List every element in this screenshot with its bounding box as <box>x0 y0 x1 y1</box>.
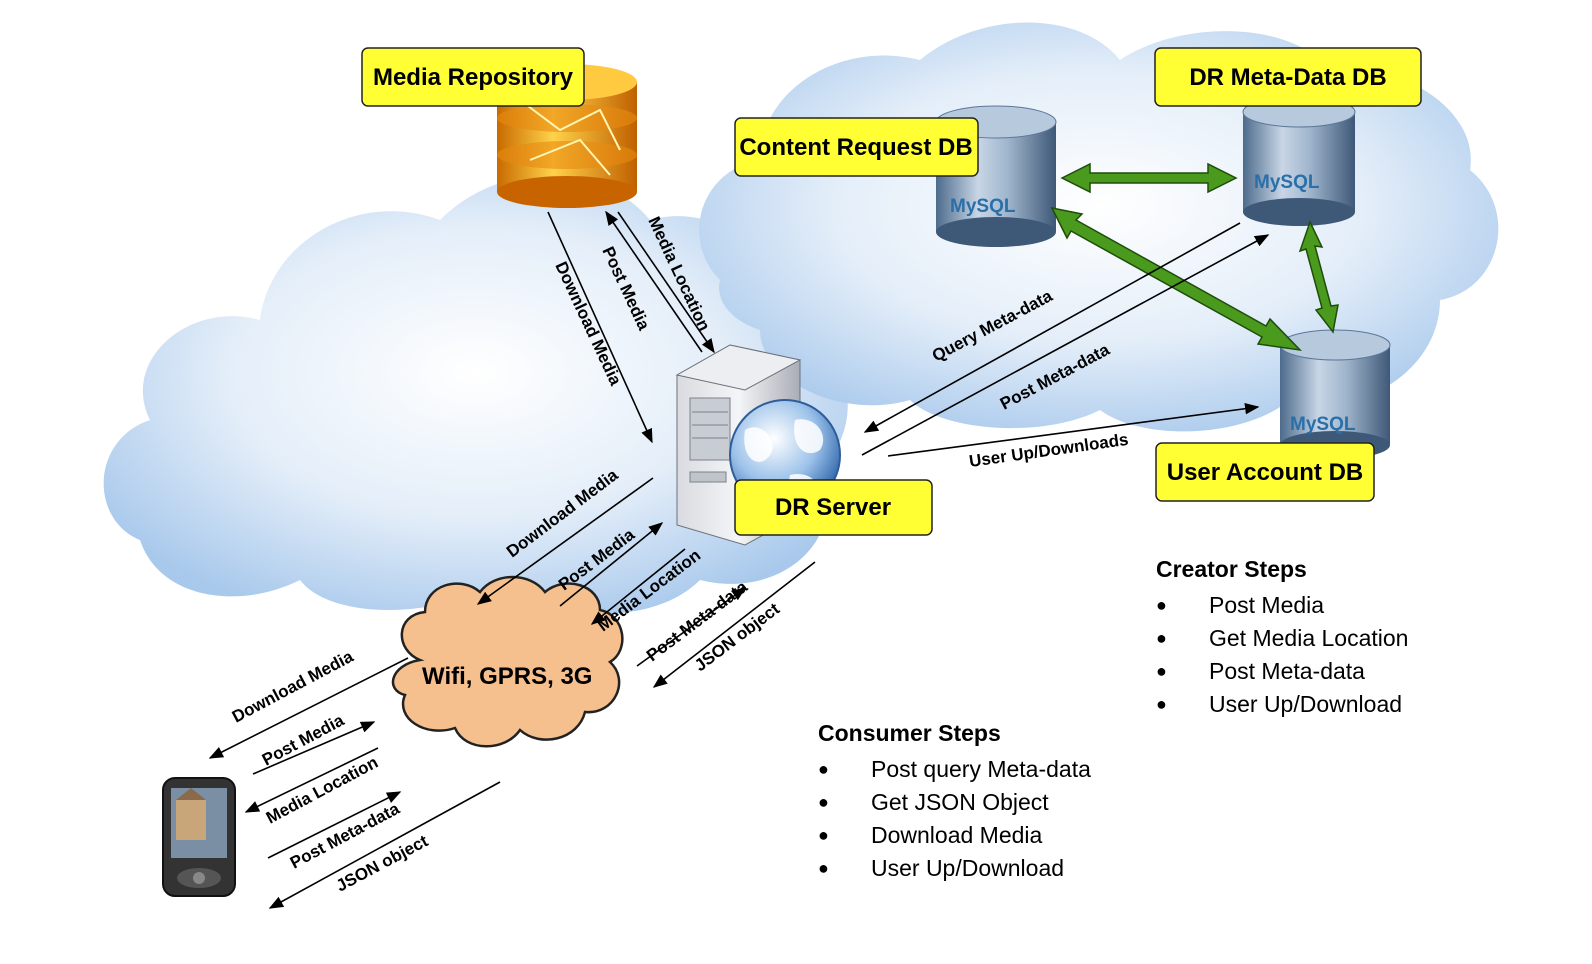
network-phone-arrows <box>208 657 501 909</box>
svg-text:User Account DB: User Account DB <box>1167 459 1363 486</box>
list-item: ● Post Meta-data <box>1156 655 1408 688</box>
content-meta-arrow <box>1060 162 1238 194</box>
flow-label: User Up/Downloads <box>968 430 1130 471</box>
step-label: Download Media <box>871 822 1043 848</box>
db-sync-arrows <box>1050 162 1339 352</box>
dr-server-label: DR Server <box>734 479 933 536</box>
bullet-icon: ● <box>1156 694 1167 714</box>
flow-label: Post Media <box>259 710 348 769</box>
server-db-arrows <box>861 222 1270 457</box>
dr-meta-data-db-icon: MySQL <box>1242 96 1356 226</box>
list-item: ● Post query Meta-data <box>818 753 1091 786</box>
list-item: ● Get JSON Object <box>818 786 1091 819</box>
svg-text:Media Repository: Media Repository <box>373 64 574 91</box>
content-request-db-icon: MySQL <box>935 105 1057 247</box>
creator-steps-list: ● Post Media ● Get Media Location ● Post Me… <box>1156 589 1408 721</box>
phone-icon <box>162 777 236 897</box>
step-label: User Up/Download <box>1209 691 1403 717</box>
step-label: User Up/Download <box>871 855 1065 881</box>
bullet-icon: ● <box>818 792 829 812</box>
bullet-icon: ● <box>1156 628 1167 648</box>
media-repository-label: Media Repository <box>361 47 585 107</box>
list-item: ● Download Media <box>818 819 1091 852</box>
step-label: Post query Meta-data <box>871 756 1091 782</box>
server-network-arrows <box>476 477 816 688</box>
svg-text:DR Server: DR Server <box>775 494 891 521</box>
list-item: ● Post Media <box>1156 589 1408 622</box>
creator-steps: Creator Steps ● Post Media ● Get Media Loc… <box>1156 556 1408 721</box>
left-cloud <box>103 175 848 614</box>
step-label: Post Meta-data <box>1209 658 1365 684</box>
svg-text:Content Request DB: Content Request DB <box>739 134 972 161</box>
repo-server-arrows <box>547 210 715 444</box>
mysql-logo: MySQL <box>1254 172 1320 193</box>
consumer-steps: Consumer Steps ● Post query Meta-data ● Ge… <box>818 720 1091 885</box>
meta-user-arrow <box>1298 220 1339 334</box>
user-account-db-label: User Account DB <box>1155 442 1375 502</box>
mysql-logo: MySQL <box>950 196 1016 217</box>
consumer-steps-list: ● Post query Meta-data ● Get JSON Object ●… <box>818 753 1091 885</box>
list-item: ● User Up/Download <box>1156 688 1408 721</box>
list-item: ● Get Media Location <box>1156 622 1408 655</box>
bullet-icon: ● <box>818 759 829 779</box>
step-label: Post Media <box>1209 592 1325 618</box>
dr-meta-data-db-label: DR Meta-Data DB <box>1154 47 1422 107</box>
creator-steps-title: Creator Steps <box>1156 556 1307 582</box>
list-item: ● User Up/Download <box>818 852 1091 885</box>
bullet-icon: ● <box>1156 661 1167 681</box>
bullet-icon: ● <box>818 825 829 845</box>
consumer-steps-title: Consumer Steps <box>818 720 1001 746</box>
content-request-db-label: Content Request DB <box>734 117 979 177</box>
svg-text:DR Meta-Data DB: DR Meta-Data DB <box>1189 64 1386 91</box>
content-user-arrow <box>1050 206 1303 352</box>
network-label: Wifi, GPRS, 3G <box>422 663 592 690</box>
network-cloud: Wifi, GPRS, 3G <box>391 575 624 748</box>
bullet-icon: ● <box>818 858 829 878</box>
step-label: Get Media Location <box>1209 625 1409 651</box>
bullet-icon: ● <box>1156 595 1167 615</box>
step-label: Get JSON Object <box>871 789 1049 815</box>
mysql-logo: MySQL <box>1290 414 1356 435</box>
